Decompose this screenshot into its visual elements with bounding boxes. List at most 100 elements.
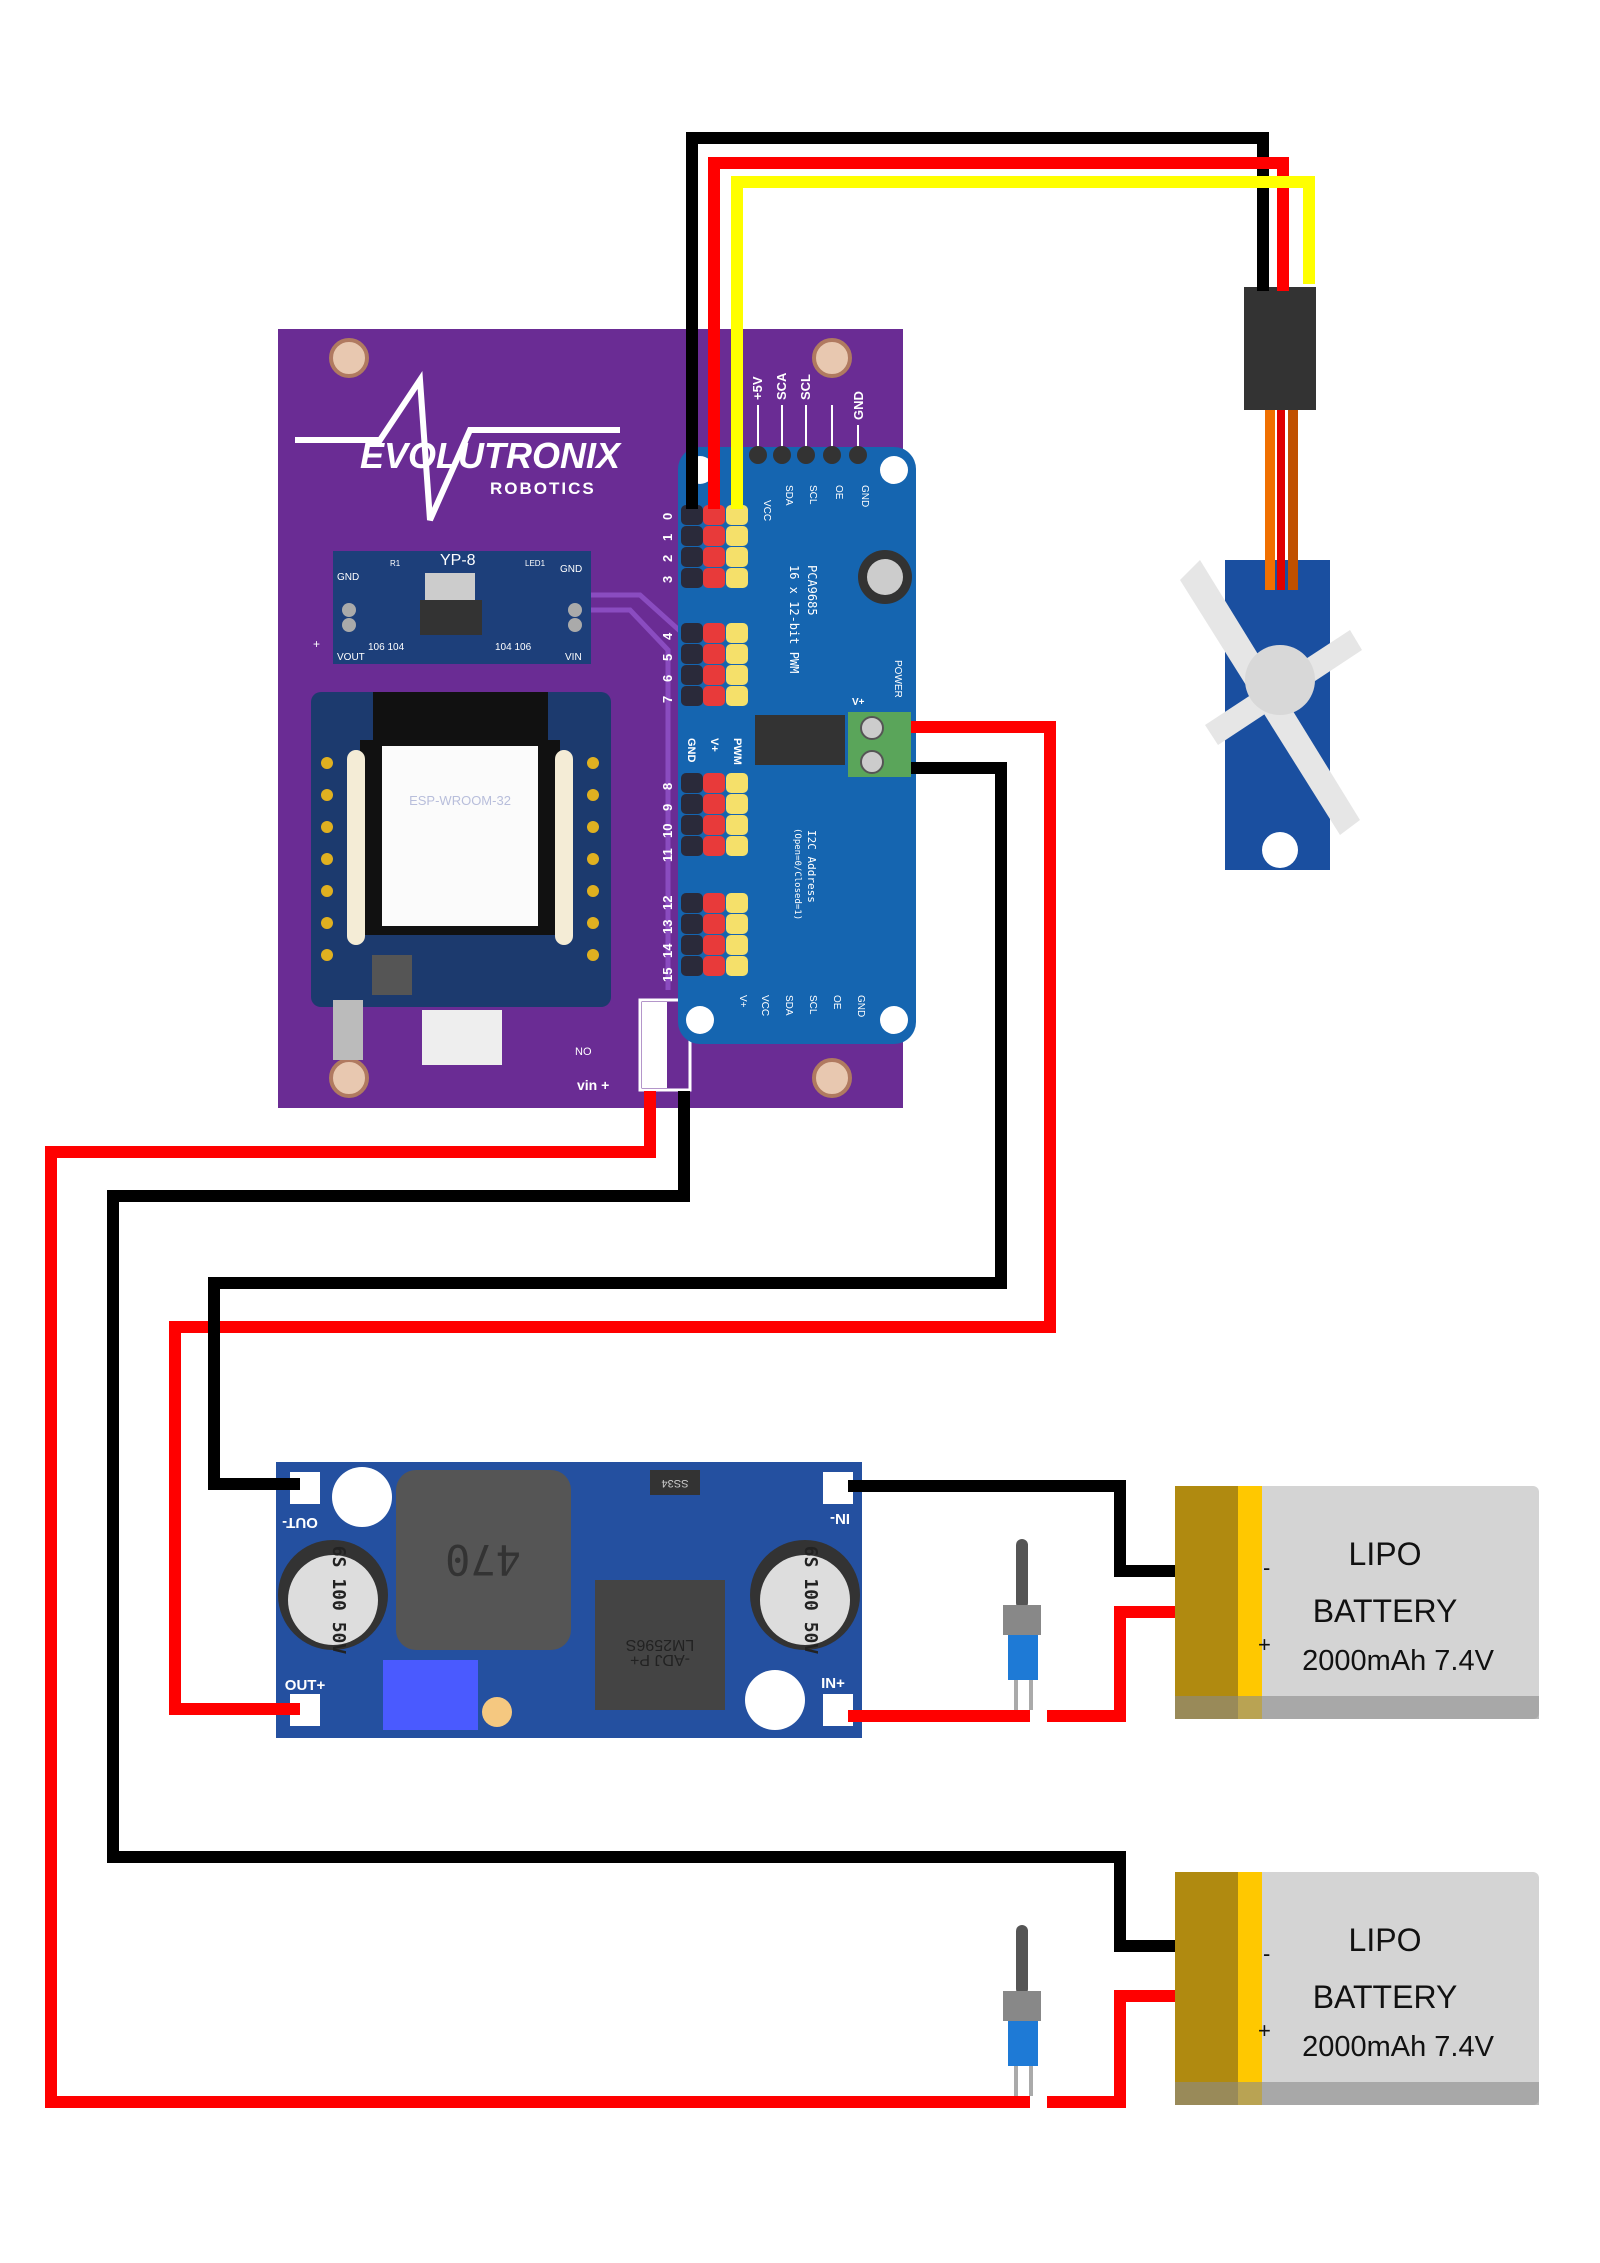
header-pin [703,815,725,835]
header-pin [681,935,703,955]
channel-12: 12 [660,896,675,910]
chip-title: PCA9685 [805,565,819,616]
channel-5: 5 [660,654,675,661]
bottom-pin-labels: V+ VCC SDA SCL OE GND [737,995,866,1017]
header-pin [703,893,725,913]
header-gnd: GND [685,738,697,763]
mounting-hole [329,338,852,1098]
header-pin [681,686,703,706]
toggle-switch-icon [1003,1925,1041,2096]
i2c-sublabel: (Open=0/Closed=1) [792,828,802,920]
lipo-battery-1: LIPO BATTERY 2000mAh 7.4V - + [1175,1486,1539,1719]
bottom-gnd: GND [855,995,866,1017]
header-pin [703,773,725,793]
header-pin [726,956,748,976]
regulator-r1: R1 [390,559,401,568]
capacitor-left: 6S 100 50V [278,1540,388,1654]
plus-label: + [313,637,320,651]
pin-oe: OE [833,485,844,500]
lm2596-ic [595,1580,725,1710]
bottom-oe: OE [831,995,842,1010]
battery-label-3: 2000mAh 7.4V [1302,1645,1495,1677]
channel-7: 7 [660,696,675,703]
battery-label-1: LIPO [1349,1922,1422,1958]
header-pin [681,815,703,835]
channel-6: 6 [660,675,675,682]
header-pin [726,526,748,546]
pcb-trace [590,592,692,990]
servo-signal-wire [731,176,1315,509]
header-pin [726,836,748,856]
logo: EVOLUTRONIX ROBOTICS [295,371,622,522]
header-pin [726,644,748,664]
label-scl: SCL [798,374,813,400]
cap-label: 100 [328,1578,349,1611]
header-pin [703,836,725,856]
bottom-scl: SCL [807,995,818,1015]
buck-converter: 470 LM2596S -ADJ P+ SS34 6S 100 50V 6S 1… [276,1462,862,1738]
wires [45,132,1315,2108]
in-minus-label: IN- [830,1510,850,1527]
channel-0: 0 [660,513,675,520]
battery-label-1: LIPO [1349,1536,1422,1572]
regulator-vout: VOUT [337,652,365,663]
servo-headers [681,505,748,976]
i2c-label: I2C Address [805,830,818,903]
header-pin [703,914,725,934]
header-pin [726,815,748,835]
header-pin [681,914,703,934]
pin-gnd: GND [859,485,870,507]
header-pin [726,686,748,706]
cap-label: 6S [800,1546,821,1568]
servo-ground-wire [686,132,1269,509]
esp-wroom-module [382,746,538,926]
header-pin [703,935,725,955]
out-plus-label: OUT+ [285,1677,326,1694]
label-5v: +5V [750,376,765,400]
channel-9: 9 [660,804,675,811]
header-pin [681,665,703,685]
regulator-led: LED1 [525,559,546,568]
pin-vcc: VCC [761,500,772,521]
servo-vplus-wire [169,721,1056,1715]
cap-label: 50V [328,1622,349,1655]
header-pin [726,505,748,525]
battery-plus: + [1258,1632,1271,1657]
inductor [396,1470,571,1650]
servo-motor-icon [1180,287,1362,870]
toggle-switch-icon [1003,1539,1041,1710]
header-pin [681,568,703,588]
battery-label-2: BATTERY [1313,1979,1458,2015]
header-pin [681,836,703,856]
bottom-vcc: VCC [759,995,770,1016]
header-pin [726,623,748,643]
logo-sub-text: ROBOTICS [490,479,596,498]
header-pin [703,526,725,546]
header-pin [703,686,725,706]
potentiometer [383,1660,478,1730]
header-pin [681,644,703,664]
header-pin [703,568,725,588]
esp-no-label: NO [575,1046,592,1058]
pca9685-servo-driver: +5V SCA SCL GND VCC SDA SCL OE GND GND V… [678,372,916,1044]
pca9685-chip [755,715,845,765]
logo-main-text: EVOLUTRONIX [360,435,622,476]
header-pin [681,956,703,976]
buck-in-minus-wire [848,1480,1175,1577]
header-pwm: PWM [731,738,743,765]
lipo-battery-2: LIPO BATTERY 2000mAh 7.4V - + [1175,1872,1539,2105]
header-pin [681,773,703,793]
regulator-cap-left: 106 104 [368,642,405,653]
regulator-vin: VIN [565,652,582,663]
battery-plus: + [1258,2018,1271,2043]
servo-power-wire [708,157,1289,509]
svg-text:6S 100 50V: 6S 100 50V [328,1546,349,1655]
pin-scl: SCL [807,485,818,505]
channel-numbers: 0 1 2 3 4 5 6 7 8 9 10 11 12 13 14 15 [660,513,675,982]
header-pin [703,505,725,525]
diode-label: SS34 [662,1477,689,1489]
regulator-gnd: GND [337,572,359,583]
header-pin [726,665,748,685]
battery-minus: - [1263,1555,1270,1580]
battery-label-2: BATTERY [1313,1593,1458,1629]
